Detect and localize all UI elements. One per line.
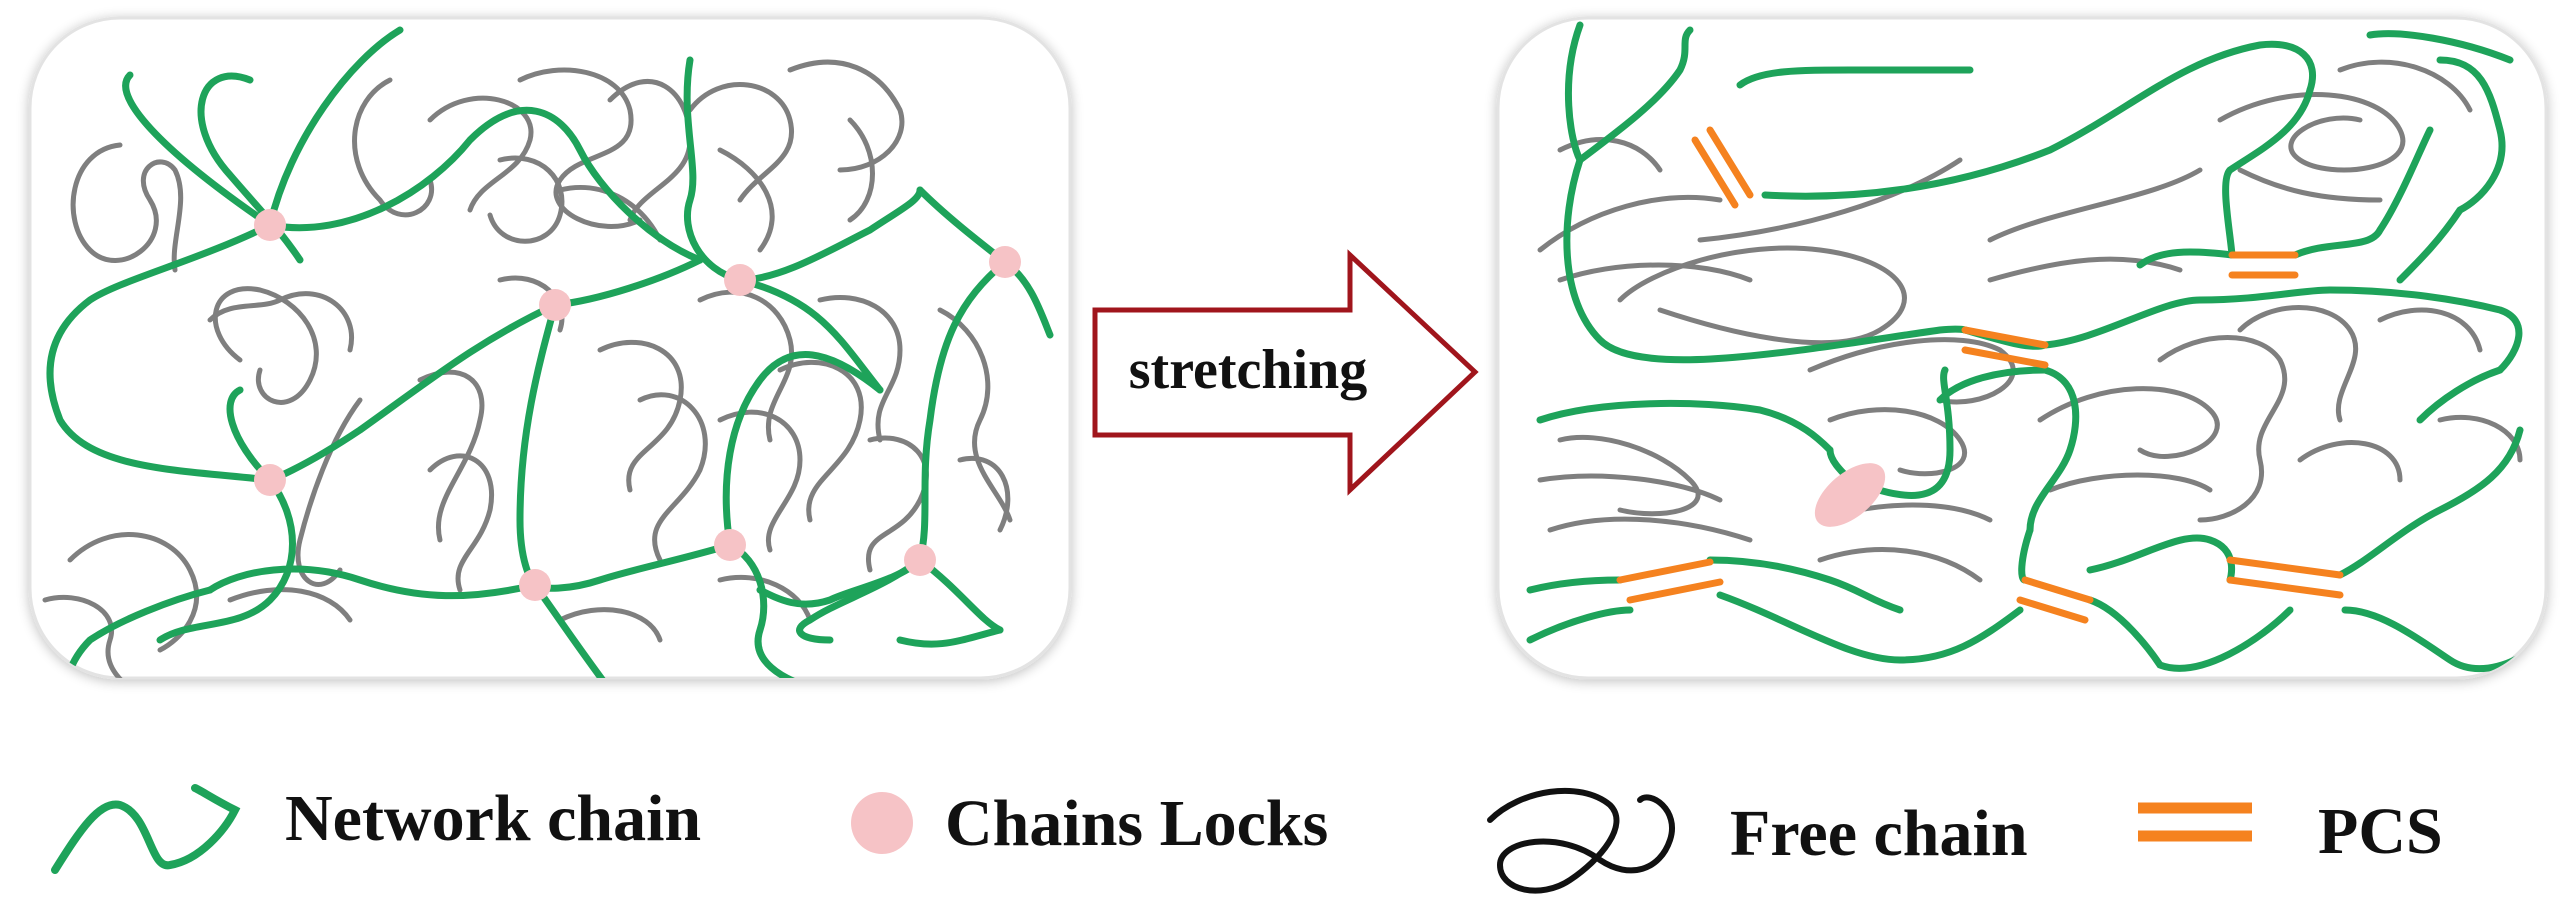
legend-item-free-chain: Free chain [1487,787,2028,894]
left-chain-locks [254,209,1021,601]
legend-item-network-chain: Network chain [51,782,701,874]
right-pcs-bonds [1616,126,2344,624]
legend-label: Network chain [285,782,701,855]
right-free-chains [1537,59,2523,583]
chain-lock [254,464,286,496]
right-network-chains [1526,21,2534,673]
stretching-arrow: stretching [1092,249,1479,496]
legend-label: Chains Locks [945,787,1328,860]
legend-label: PCS [2318,795,2443,868]
arrow-shape [1092,249,1479,496]
arrow-label: stretching [1129,339,1368,401]
left-free-chains [42,59,1013,678]
chain-lock [724,264,756,296]
network-chain-icon [51,784,241,874]
chain-lock [254,209,286,241]
chain-lock [904,544,936,576]
pcs-icon [2138,802,2252,842]
unstretched-network-panel [28,16,1072,680]
legend-item-chain-lock: Chains Locks [851,787,1328,860]
legend: Network chain Chains Locks Free chain PC… [51,782,2443,894]
legend-label: Free chain [1730,797,2028,870]
stretched-network-panel [1496,16,2548,680]
chain-lock [539,289,571,321]
chain-lock [714,529,746,561]
free-chain-icon [1487,787,1675,894]
left-network-chains [46,26,1054,678]
chain-lock-icon [851,792,913,854]
stretched-chain-lock [1814,463,1886,527]
legend-item-pcs: PCS [2138,795,2443,868]
chain-lock [989,246,1021,278]
chain-lock [519,569,551,601]
